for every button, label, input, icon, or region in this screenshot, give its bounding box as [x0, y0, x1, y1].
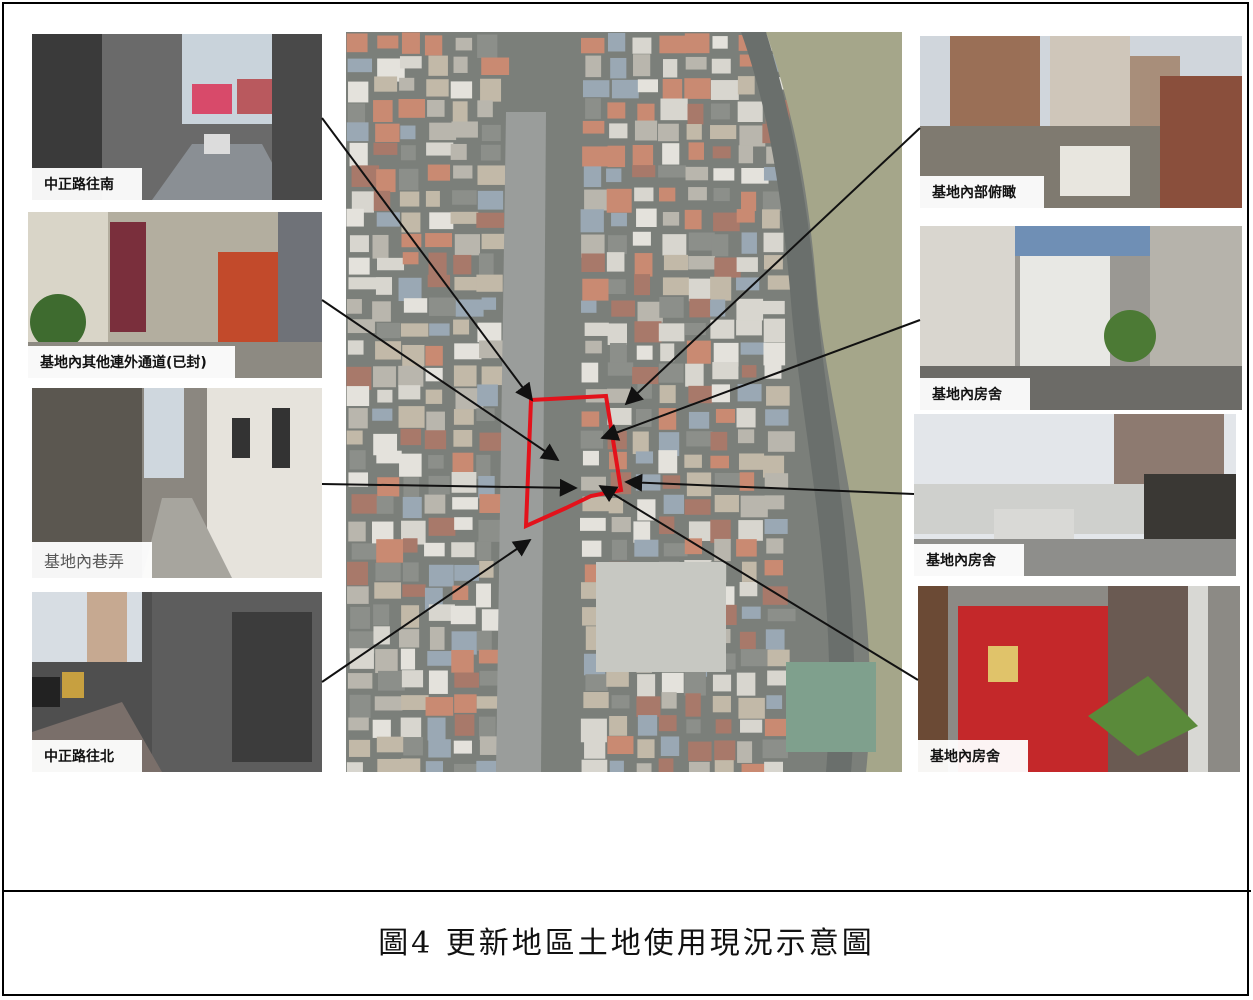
photo-interior-house-1: 基地內房舍	[920, 226, 1242, 410]
photo-label: 基地內部俯瞰	[920, 176, 1044, 208]
photo-label: 基地內房舍	[920, 378, 1030, 410]
figure-caption: 圖4 更新地區土地使用現況示意圖	[378, 926, 875, 961]
photo-label: 基地內房舍	[918, 740, 1028, 772]
photo-label: 基地內巷弄	[32, 542, 153, 578]
photo-zhongzheng-north: 中正路往北	[32, 592, 322, 772]
photo-label: 基地內房舍	[914, 544, 1024, 576]
photo-interior-overview: 基地內部俯瞰	[920, 36, 1242, 208]
photo-interior-house-2: 基地內房舍	[914, 414, 1236, 576]
photo-interior-house-3: 基地內房舍	[918, 586, 1240, 772]
photo-label: 中正路往南	[32, 168, 142, 200]
aerial-map-image	[346, 32, 902, 772]
alley-image	[32, 388, 322, 578]
photo-alley: 基地內巷弄	[32, 388, 322, 578]
photo-label: 中正路往北	[32, 740, 142, 772]
photo-zhongzheng-south: 中正路往南	[32, 34, 322, 200]
caption-divider	[2, 890, 1251, 892]
photo-other-passage: 基地內其他連外通道(已封)	[28, 212, 322, 378]
aerial-map	[346, 32, 902, 772]
photo-label: 基地內其他連外通道(已封)	[28, 346, 235, 378]
house-image-2	[914, 414, 1236, 576]
overview-image	[920, 36, 1242, 208]
house-image-1	[920, 226, 1242, 410]
